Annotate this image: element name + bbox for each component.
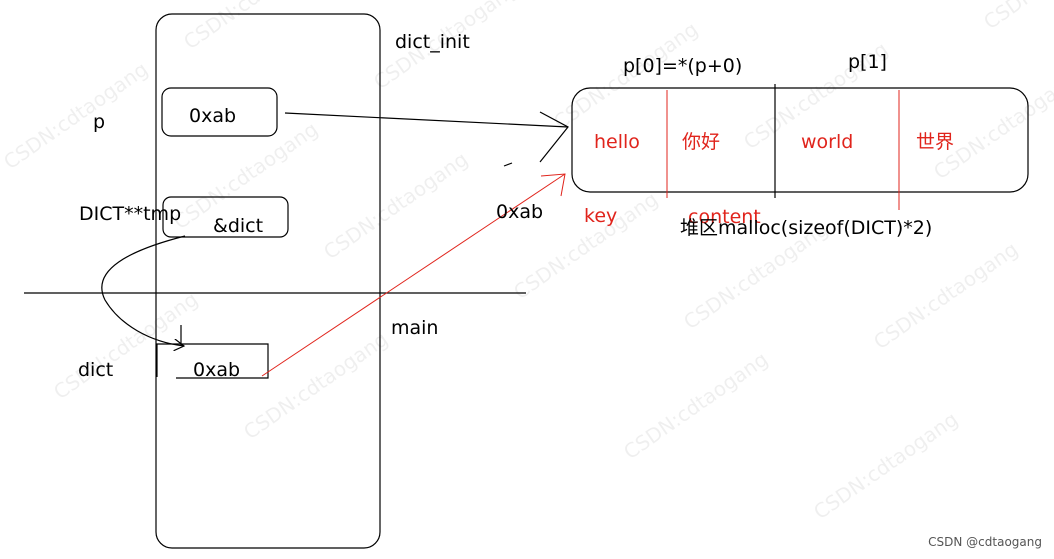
p-box: [161, 87, 278, 137]
watermark-15: CSDN:cdtaogang: [809, 407, 962, 524]
tmp-to-dict-arrow: [101, 235, 185, 346]
content-label: content: [688, 206, 761, 228]
dict-init-label: dict_init: [395, 31, 470, 53]
stray-tick: [503, 162, 513, 167]
p1-label: p[1]: [848, 51, 887, 73]
heap-cell-world: world: [801, 131, 853, 153]
watermark-11: CSDN:cdtaogang: [869, 237, 1022, 354]
tmp-box-value: &dict: [213, 215, 263, 237]
watermark-1: CSDN:cdtaogang: [179, 0, 332, 54]
p0-label: p[0]=*(p+0): [623, 55, 742, 77]
p-to-heap-arrow: [284, 112, 569, 128]
heap-cell-shijie: 世界: [916, 131, 954, 153]
heap-cell-hello: hello: [594, 131, 640, 153]
watermark-14: CSDN:cdtaogang: [619, 347, 772, 464]
dict-box: [156, 343, 269, 379]
p-to-heap-arrowhead: [539, 111, 569, 163]
dict-tmp-label: DICT**tmp: [79, 203, 181, 225]
p-label: p: [93, 111, 105, 133]
key-label: key: [584, 205, 617, 227]
watermark-5: CSDN:cdtaogang: [319, 147, 472, 264]
dict-to-heap-arrowhead: [540, 173, 566, 197]
stack-frame: [155, 13, 381, 549]
watermark-16: CSDN:cdtaogang: [979, 0, 1054, 34]
watermark-8: CSDN:cdtaogang: [929, 67, 1054, 184]
dict-label: dict: [78, 359, 113, 381]
watermark-3: CSDN:cdtaogang: [0, 57, 152, 174]
watermark-layer: CSDN:cdtaogang CSDN:cdtaogang CSDN:cdtao…: [0, 0, 1054, 524]
heap-cell-nihao: 你好: [682, 131, 720, 153]
heap-label: 堆区malloc(sizeof(DICT)*2): [680, 217, 932, 239]
p-box-value: 0xab: [189, 105, 236, 127]
tmp-box: [162, 196, 289, 238]
dict-to-heap-arrow: [261, 173, 566, 377]
main-label: main: [391, 317, 438, 339]
heap-block: [571, 87, 1029, 193]
footer-credit: CSDN @cdtaogang: [928, 535, 1042, 549]
arrow-address-label: 0xab: [496, 201, 543, 223]
dict-box-value: 0xab: [193, 359, 240, 381]
